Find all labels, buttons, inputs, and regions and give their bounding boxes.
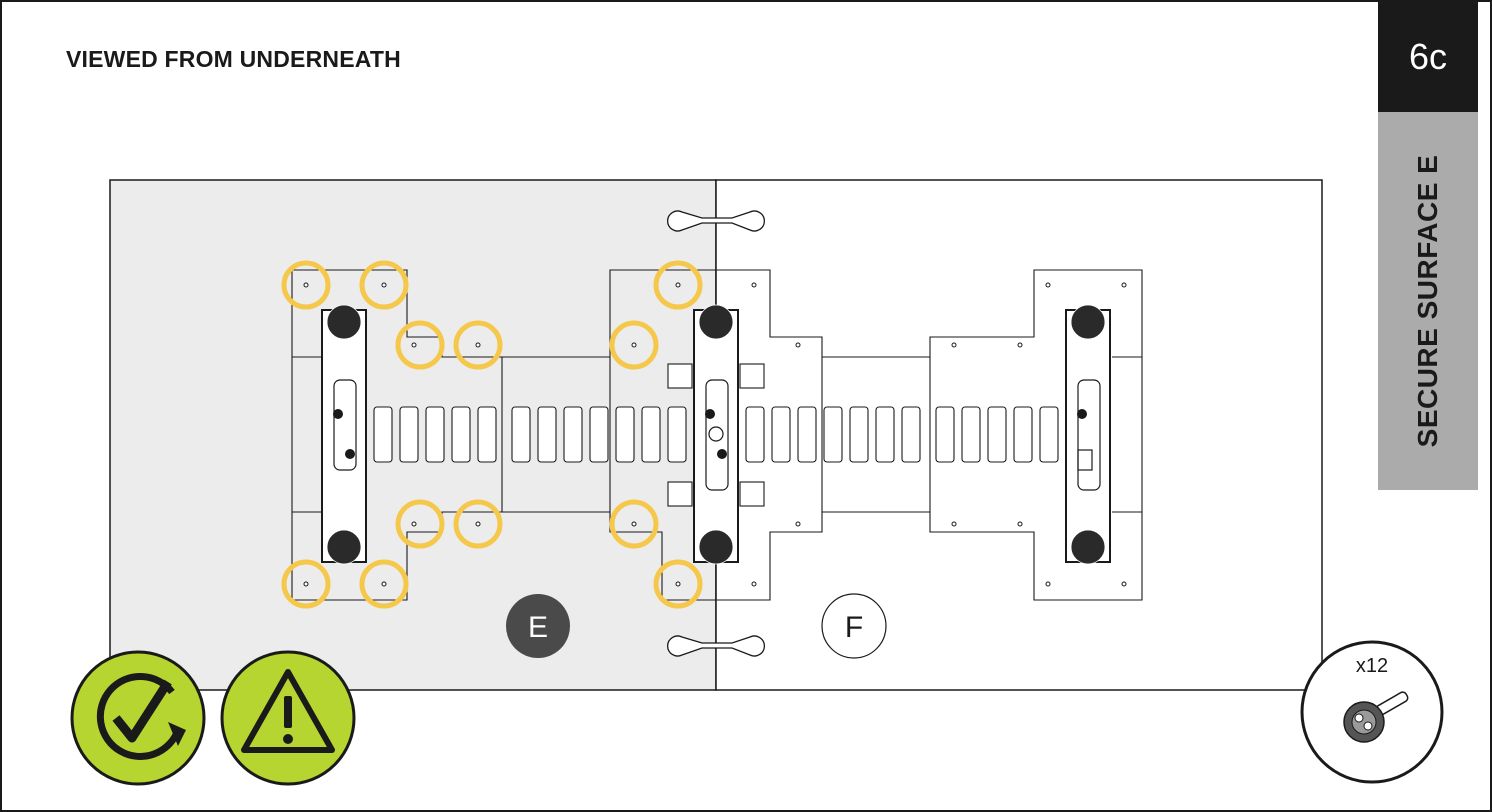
connector-clip-top — [666, 210, 766, 232]
screw-highlight-rings — [281, 260, 703, 609]
leg-feet — [326, 304, 1106, 565]
part-label-f: F — [821, 593, 887, 659]
crossbar-slots — [373, 406, 1059, 463]
part-label-e: E — [506, 594, 570, 658]
frame-outline — [291, 269, 1143, 601]
part-label-e-text: E — [528, 611, 548, 644]
screw-holes — [303, 282, 1127, 587]
leg-beam-left — [321, 309, 367, 563]
center-brackets — [667, 363, 765, 507]
part-label-f-text: F — [845, 611, 863, 644]
side-title-tab: SECURE SURFACE E — [1378, 112, 1478, 490]
step-number-box: 6c — [1378, 2, 1478, 112]
view-heading: VIEWED FROM UNDERNEATH — [66, 46, 401, 72]
step-number: 6c — [1408, 36, 1448, 77]
leg-beam-right — [1065, 309, 1111, 563]
hardware-quantity: x12 — [1356, 655, 1388, 677]
hardware-callout: x12 — [1300, 640, 1444, 784]
leg-beam-center — [693, 309, 739, 563]
screw-icon — [1343, 691, 1409, 743]
warning-triangle-icon — [220, 650, 356, 786]
connector-clip-bottom — [666, 635, 766, 657]
rotate-check-icon — [70, 650, 206, 786]
